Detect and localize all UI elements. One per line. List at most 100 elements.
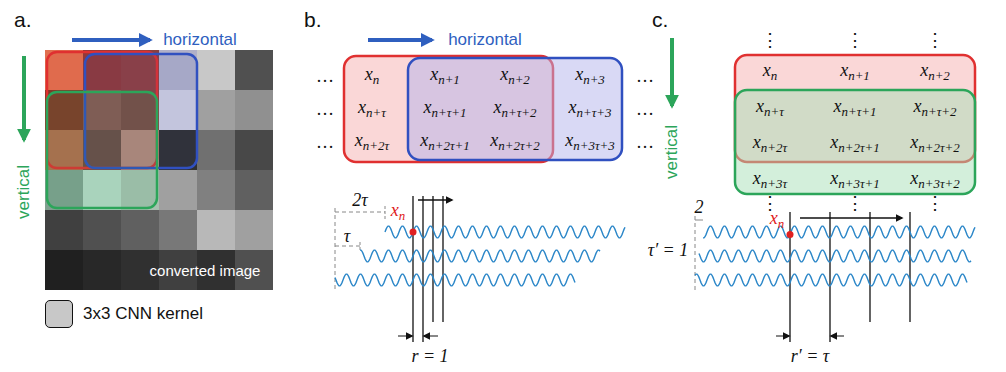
matrix-entry: xn+2τ xyxy=(355,130,389,154)
ellipsis: … xyxy=(636,66,654,87)
ellipsis: ⋮ xyxy=(846,193,864,214)
pixel-grid xyxy=(45,50,273,290)
pixel xyxy=(45,210,83,250)
matrix-entry: xn+τ+1 xyxy=(423,97,466,121)
signal-wave xyxy=(360,250,600,262)
panel-letter: c. xyxy=(652,8,668,32)
panel-letter: b. xyxy=(304,8,322,32)
sample-dot xyxy=(787,231,794,238)
signal-wave xyxy=(695,274,967,286)
matrix-entry: xn+2 xyxy=(920,60,950,84)
math-label: r′ = τ xyxy=(791,346,830,367)
matrix-entry: xn+3τ+2 xyxy=(910,168,960,192)
matrix-entry: xn+2τ+2 xyxy=(910,132,960,156)
direction-label: vertical xyxy=(14,165,34,219)
ellipsis: … xyxy=(316,99,334,120)
matrix-entry: xn+τ+2 xyxy=(493,97,536,121)
matrix-entry: xn+τ+1 xyxy=(833,96,876,120)
direction-label: horizontal xyxy=(448,30,522,50)
ellipsis: ⋮ xyxy=(846,30,864,51)
dimension-arrow xyxy=(424,336,438,337)
pixel xyxy=(159,170,197,210)
matrix-entry: xn+3τ+1 xyxy=(830,168,880,192)
window-line xyxy=(422,196,423,342)
math-label: τ xyxy=(344,226,350,247)
kernel-window xyxy=(47,92,157,208)
matrix-entry: xn xyxy=(391,200,405,224)
window-line xyxy=(829,212,830,342)
matrix-entry: xn+1 xyxy=(840,60,870,84)
ellipsis: … xyxy=(316,132,334,153)
dimension-guide xyxy=(360,242,361,250)
signal-wave xyxy=(699,250,971,262)
panel-letter: a. xyxy=(14,8,32,32)
pixel xyxy=(235,90,273,130)
dimension-arrow xyxy=(776,336,789,337)
math-label: r = 1 xyxy=(411,346,448,367)
matrix-entry: xn+2τ+2 xyxy=(490,130,540,154)
kernel-window xyxy=(408,58,622,160)
dimension-guide xyxy=(695,216,696,292)
ellipsis: ⋮ xyxy=(926,30,944,51)
pixel xyxy=(197,170,235,210)
pixel xyxy=(83,210,121,250)
dimension-guide xyxy=(385,206,386,220)
matrix-entry: xn+3 xyxy=(575,64,605,88)
dimension-arrow xyxy=(831,336,844,337)
signal-wave xyxy=(703,226,975,238)
legend-item: 3x3 CNN kernel xyxy=(45,300,203,328)
matrix-entry: xn xyxy=(763,60,777,84)
ellipsis: ⋮ xyxy=(761,30,779,51)
legend-swatch xyxy=(45,300,73,328)
direction-label: horizontal xyxy=(163,30,237,50)
pixel xyxy=(197,50,235,90)
math-label: 2 xyxy=(695,197,704,218)
pixel xyxy=(83,250,121,290)
kernel-window xyxy=(735,55,975,162)
matrix-entry: xn+3τ xyxy=(753,168,787,192)
direction-label: converted image xyxy=(150,262,261,279)
legend-text: 3x3 CNN kernel xyxy=(83,304,203,324)
dimension-line xyxy=(335,212,385,213)
window-line xyxy=(432,196,433,322)
shift-arrow xyxy=(800,217,902,219)
signal-wave xyxy=(335,274,575,286)
math-label: τ′ = 1 xyxy=(648,240,689,261)
matrix-entry: xn+3τ+3 xyxy=(565,130,615,154)
math-label: 2τ xyxy=(352,190,367,211)
matrix-entry: xn xyxy=(365,64,379,88)
direction-arrow xyxy=(670,38,674,106)
matrix-entry: xn+τ xyxy=(358,97,386,121)
legend: 3x3 CNN kernel xyxy=(45,300,203,328)
pixel xyxy=(235,170,273,210)
pixel xyxy=(197,90,235,130)
pixel xyxy=(45,250,83,290)
ellipsis: ⋮ xyxy=(926,193,944,214)
pixel xyxy=(121,210,159,250)
dimension-line xyxy=(695,220,703,221)
matrix-entry: xn+2τ xyxy=(753,132,787,156)
matrix-entry: xn+τ xyxy=(756,96,784,120)
dimension-arrow xyxy=(398,336,412,337)
matrix-entry: xn+2τ+1 xyxy=(420,130,470,154)
direction-arrow xyxy=(368,38,432,42)
pixel xyxy=(197,210,235,250)
pixel xyxy=(197,130,235,170)
kernel-window xyxy=(735,90,975,194)
matrix-entry: xn+τ+2 xyxy=(913,96,956,120)
ellipsis: … xyxy=(636,99,654,120)
window-line xyxy=(869,212,870,322)
pixel xyxy=(235,210,273,250)
matrix-entry: xn+2τ+1 xyxy=(830,132,880,156)
signal-wave xyxy=(385,226,625,238)
sample-dot xyxy=(410,229,417,236)
matrix-entry: xn+τ+3 xyxy=(568,97,611,121)
matrix-entry: xn xyxy=(770,208,784,232)
matrix-entry: xn+1 xyxy=(430,64,460,88)
window-line xyxy=(412,196,413,342)
matrix-entry: xn+2 xyxy=(500,64,530,88)
direction-label: vertical xyxy=(662,125,682,179)
signal-waves xyxy=(335,226,975,286)
pixel xyxy=(235,50,273,90)
window-line xyxy=(909,212,910,322)
